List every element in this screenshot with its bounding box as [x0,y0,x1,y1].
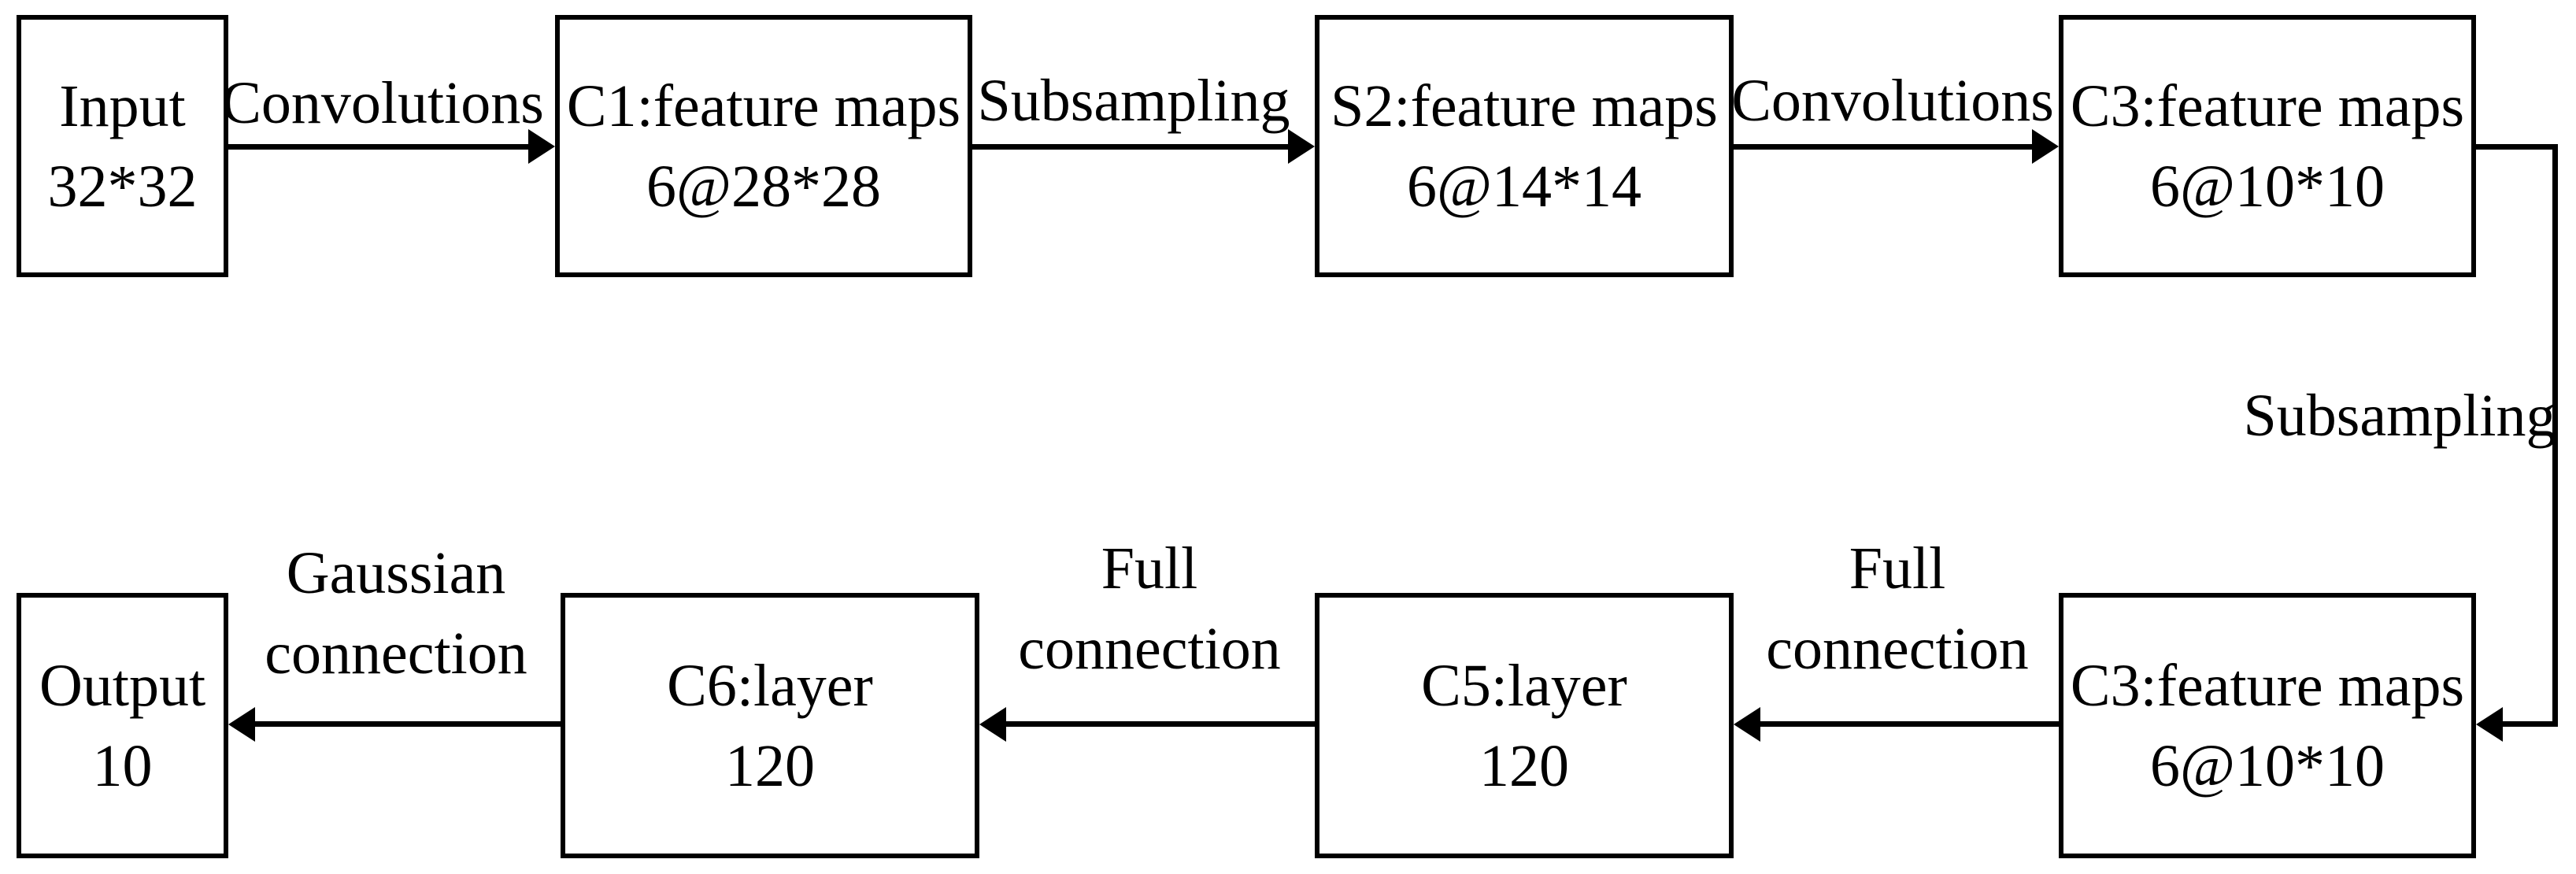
arrow-input-to-c1-head [528,129,555,164]
connector-c3-vertical-line [2552,144,2558,727]
node-c3-top: C3:feature maps 6@10*10 [2059,15,2476,277]
node-c3-bottom-name: C3:feature maps [2070,652,2465,719]
node-s2-size: 6@14*14 [1407,153,1641,220]
label-full-connection-1-line1: Full [1101,535,1198,602]
connector-c3-exit-line [2476,144,2558,150]
node-c1: C1:feature maps 6@28*28 [555,15,972,277]
node-c1-name: C1:feature maps [566,72,961,139]
arrow-c5-to-c6-head [979,707,1006,742]
node-input: Input 32*32 [17,15,228,277]
node-c3-bottom: C3:feature maps 6@10*10 [2059,593,2476,858]
label-subsampling-2: Subsampling [2243,383,2556,449]
arrow-input-to-c1-line [228,144,533,150]
node-c5-size: 120 [1479,732,1569,799]
node-s2: S2:feature maps 6@14*14 [1315,15,1734,277]
node-c5: C5:layer 120 [1315,593,1734,858]
arrow-c6-to-output-head [228,707,255,742]
arrow-c1-to-s2-head [1288,129,1315,164]
node-input-size: 32*32 [47,153,198,220]
label-full-connection-1-line2: connection [1018,616,1281,682]
node-c6-size: 120 [725,732,815,799]
arrow-c3-to-c5-head [1734,707,1760,742]
node-output-size: 10 [92,732,153,799]
node-c6-name: C6:layer [667,652,873,719]
connector-c3-entry-head [2476,707,2503,742]
node-input-name: Input [59,72,186,139]
label-subsampling-1: Subsampling [977,68,1290,134]
node-c3-top-name: C3:feature maps [2070,72,2465,139]
arrow-c6-to-output-line [252,721,561,727]
arrow-c1-to-s2-line [972,144,1291,150]
arrow-c5-to-c6-line [1003,721,1315,727]
label-gaussian-connection-line1: Gaussian [286,540,506,606]
node-c5-name: C5:layer [1421,652,1627,719]
arrow-c3-to-c5-line [1757,721,2059,727]
label-full-connection-1: Full connection [1018,528,1280,689]
label-full-connection-2: Full connection [1766,528,2028,689]
label-convolutions-1: Convolutions [221,70,544,136]
node-c3-top-size: 6@10*10 [2150,153,2385,220]
label-gaussian-connection-line2: connection [265,620,527,687]
arrow-s2-to-c3-head [2032,129,2059,164]
node-output-name: Output [39,652,206,719]
label-full-connection-2-line1: Full [1849,535,1946,602]
node-c3-bottom-size: 6@10*10 [2150,732,2385,799]
node-c1-size: 6@28*28 [646,153,881,220]
label-full-connection-2-line2: connection [1766,616,2029,682]
node-c6: C6:layer 120 [561,593,979,858]
label-gaussian-connection: Gaussian connection [265,533,527,694]
arrow-s2-to-c3-line [1734,144,2035,150]
connector-c3-entry-line [2501,721,2558,727]
node-output: Output 10 [17,593,228,858]
node-s2-name: S2:feature maps [1331,72,1718,139]
label-convolutions-2: Convolutions [1731,68,2054,134]
